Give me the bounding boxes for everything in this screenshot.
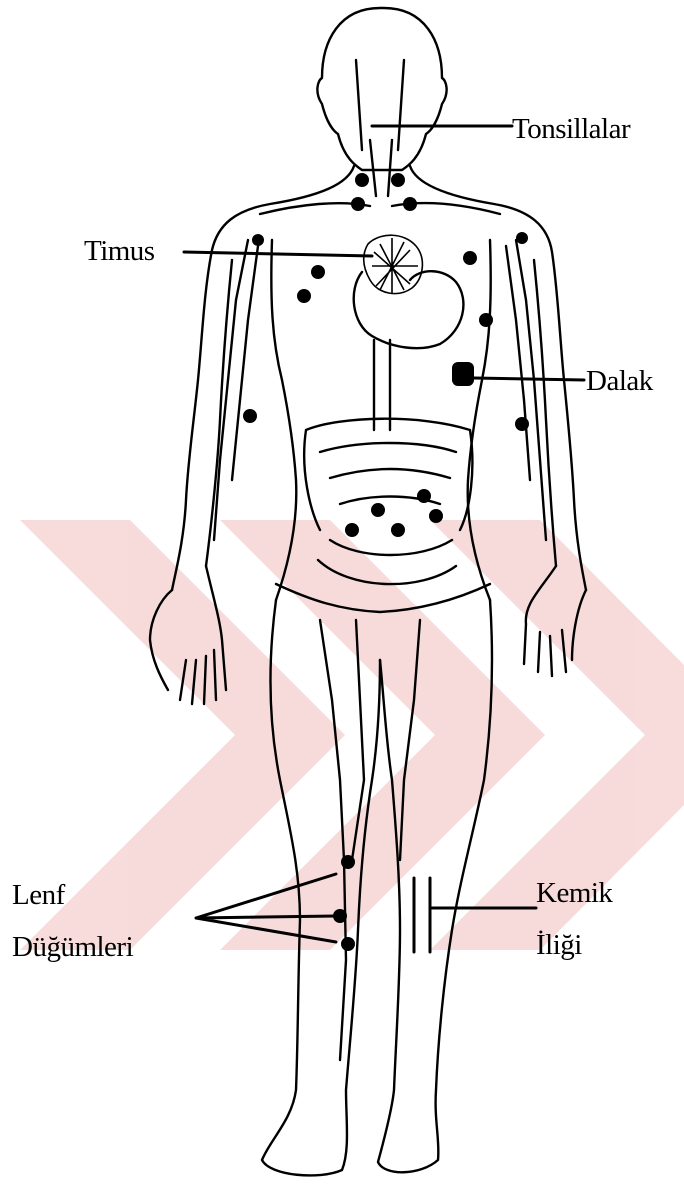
label-tonsils: Tonsillalar bbox=[512, 112, 630, 146]
label-lymph-nodes-line2: Düğümleri bbox=[12, 930, 133, 964]
label-thymus: Timus bbox=[84, 234, 155, 268]
leader-spleen bbox=[474, 378, 584, 380]
spleen bbox=[452, 362, 474, 386]
label-lymph-nodes-line1: Lenf bbox=[12, 878, 65, 912]
label-spleen: Dalak bbox=[586, 364, 653, 398]
head-outline bbox=[317, 8, 446, 170]
clavicles bbox=[260, 203, 500, 214]
arm-lymph-vessels bbox=[214, 240, 546, 540]
thymus-mass bbox=[364, 235, 423, 294]
label-bone-marrow-line2: İliği bbox=[536, 928, 582, 962]
central-vessel bbox=[374, 340, 390, 430]
label-bone-marrow-line1: Kemik bbox=[536, 876, 612, 910]
bone-marrow-bars bbox=[414, 878, 430, 952]
